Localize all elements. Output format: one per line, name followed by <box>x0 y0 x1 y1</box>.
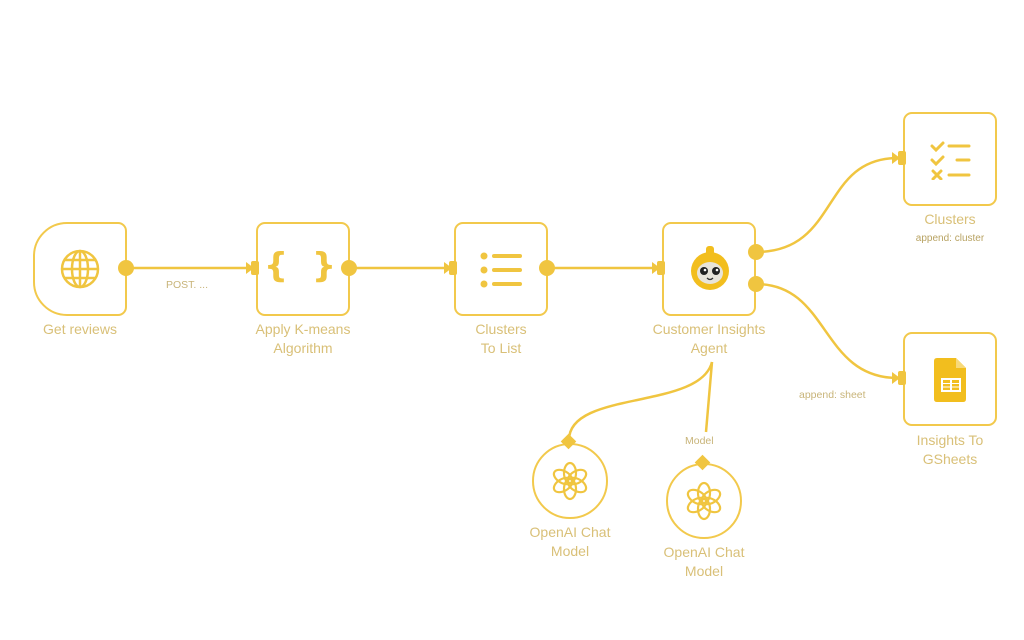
input-port[interactable] <box>449 261 457 275</box>
edge-agent-to-gsheets[interactable] <box>755 282 899 380</box>
output-port[interactable] <box>118 260 134 276</box>
arrow-head <box>652 262 660 274</box>
node-label: OpenAI Chat Model <box>529 524 611 559</box>
node-label: Insights To GSheets <box>916 432 984 467</box>
output-port[interactable] <box>539 260 555 276</box>
input-port[interactable] <box>251 261 259 275</box>
code-braces-icon: { } <box>263 246 343 286</box>
openai-icon <box>552 461 588 501</box>
node-label: Clusters <box>924 211 976 227</box>
globe-icon <box>60 249 100 289</box>
node-openai-chat-model-1[interactable] <box>532 443 608 519</box>
arrow-head <box>892 152 900 164</box>
node-get-reviews[interactable] <box>33 222 127 316</box>
list-icon <box>480 252 522 288</box>
edge-agent-to-clusters[interactable] <box>755 156 899 254</box>
input-port[interactable] <box>898 371 906 385</box>
input-port[interactable] <box>657 261 665 275</box>
node-label: OpenAI Chat Model <box>663 544 745 579</box>
arrow-head <box>892 372 900 384</box>
arrow-head <box>444 262 452 274</box>
edge-model1-to-agent[interactable] <box>567 361 714 441</box>
node-label: Apply K-means Algorithm <box>255 321 351 356</box>
edge-model2-to-agent[interactable] <box>704 361 714 433</box>
node-customer-insights-agent[interactable] <box>662 222 756 316</box>
node-sublabel: append: cluster <box>915 233 985 244</box>
node-insights-to-gsheets[interactable] <box>903 332 997 426</box>
node-openai-chat-model-2[interactable] <box>666 463 742 539</box>
input-port[interactable] <box>898 151 906 165</box>
edge-label: POST. ... <box>166 279 209 291</box>
output-port[interactable] <box>341 260 357 276</box>
google-sheets-icon <box>934 358 966 402</box>
output-port[interactable] <box>748 244 764 260</box>
node-apply-kmeans[interactable]: { } <box>256 222 350 316</box>
node-label: Clusters To List <box>475 321 527 356</box>
edge-label: Model <box>685 435 714 447</box>
node-clusters[interactable] <box>903 112 997 206</box>
node-label: Customer Insights Agent <box>652 321 766 356</box>
robot-agent-icon <box>691 246 729 290</box>
edge-label: append: sheet <box>799 389 866 401</box>
output-port[interactable] <box>748 276 764 292</box>
checklist-icon <box>930 141 971 180</box>
openai-icon <box>686 481 722 521</box>
arrow-head <box>246 262 254 274</box>
node-label: Get reviews <box>43 321 117 337</box>
node-clusters-to-list[interactable] <box>454 222 548 316</box>
